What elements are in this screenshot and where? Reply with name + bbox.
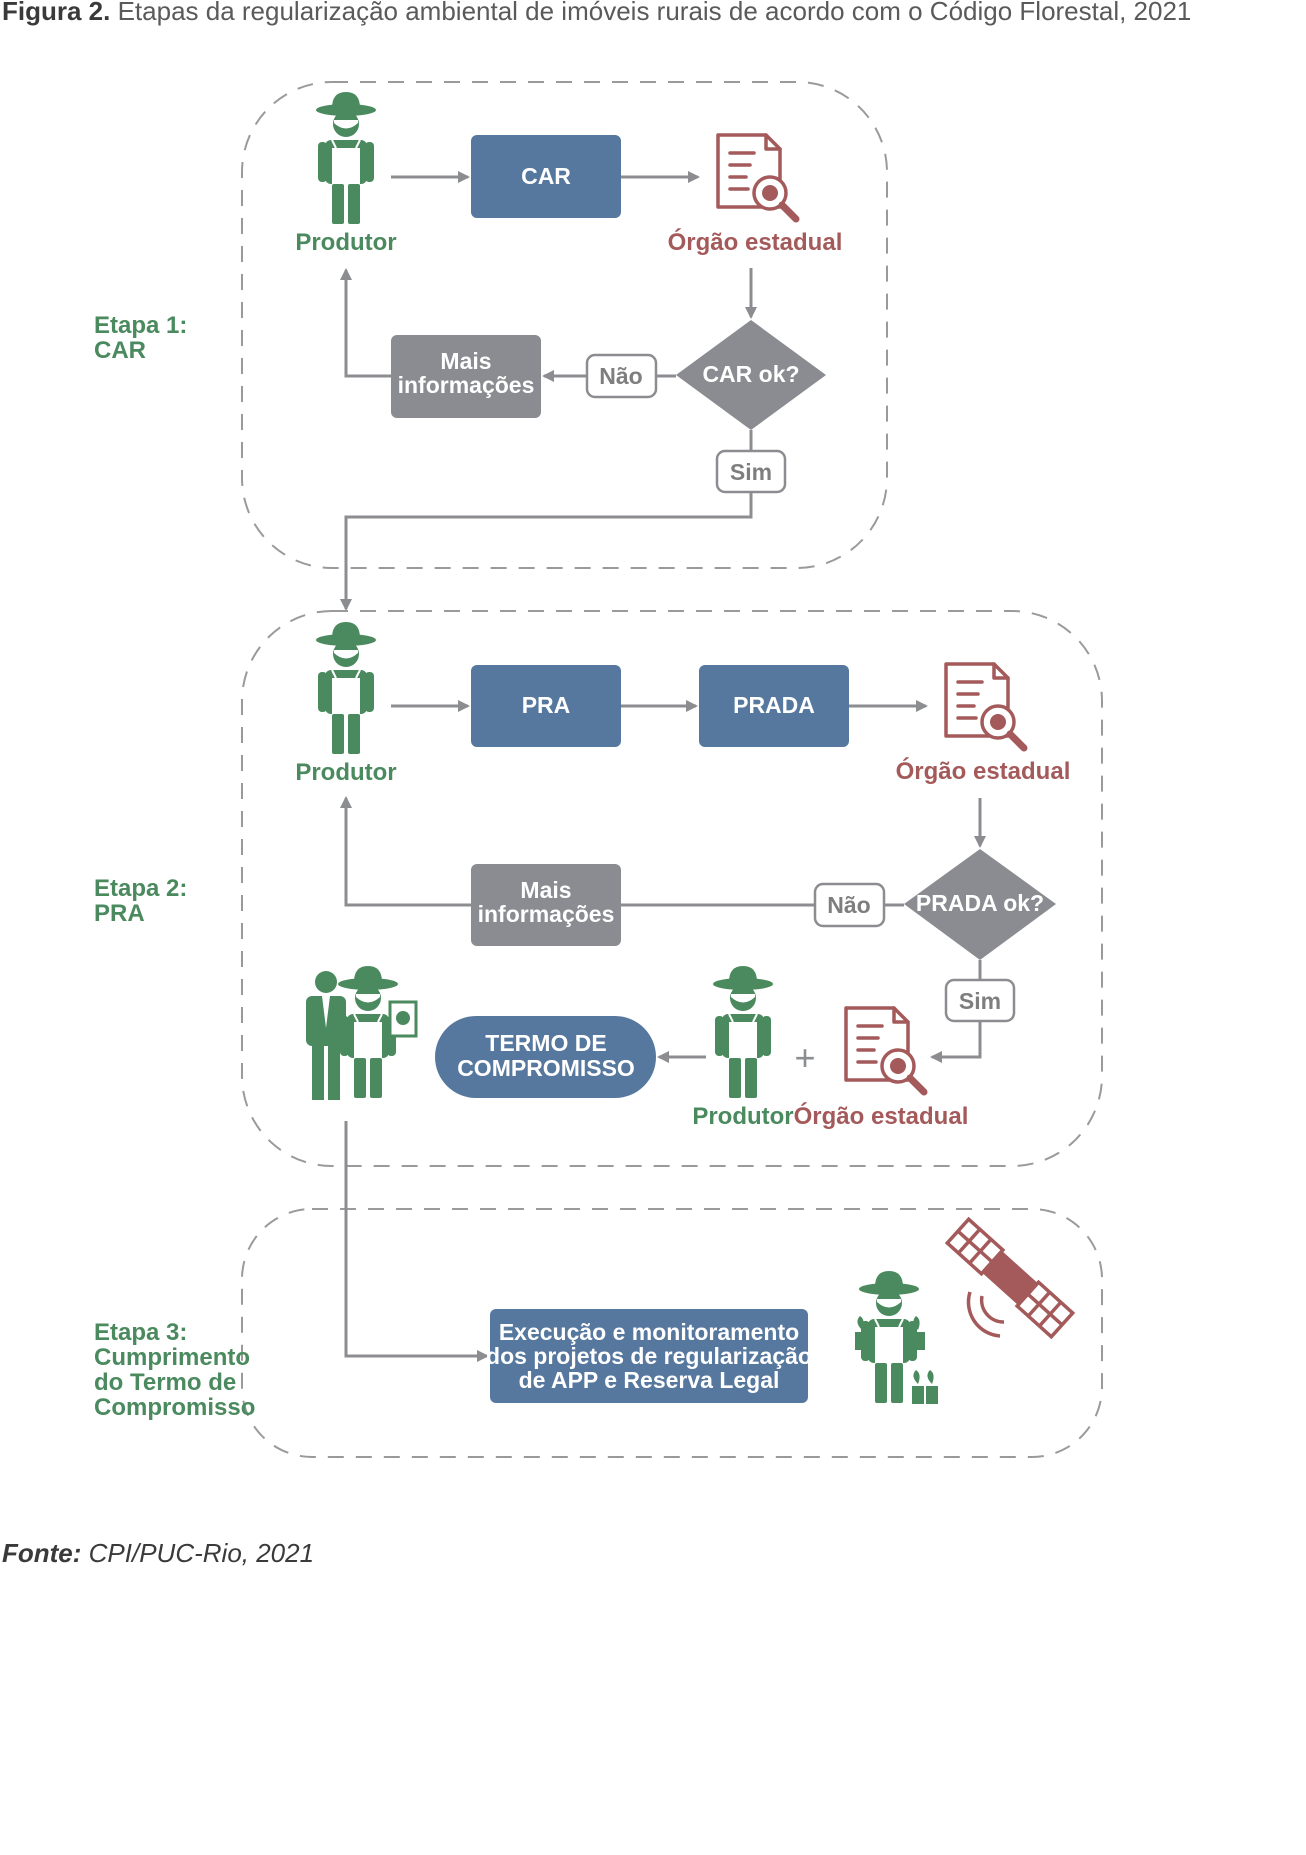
- prada-box: [699, 665, 849, 747]
- prada-ok-decision: [904, 849, 1056, 960]
- orgao-label-2: Órgão estadual: [896, 757, 1071, 785]
- source-note: Fonte: CPI/PUC-Rio, 2021: [2, 1538, 314, 1568]
- document-search-icon: [946, 664, 1024, 748]
- produtor-label-3: Produtor: [692, 1103, 793, 1130]
- stage-2-container: [241, 610, 1103, 1167]
- mais-info-box-2: [471, 864, 621, 946]
- prada-box-label: PRADA: [733, 692, 815, 718]
- mais-info-2-line1: Mais: [520, 877, 571, 903]
- execucao-line1: Execução e monitoramento: [499, 1319, 799, 1345]
- mais-info-1-line1: Mais: [440, 348, 491, 374]
- mais-info-2-line2: informações: [478, 901, 615, 927]
- execucao-line2: dos projetos de regularização: [486, 1343, 812, 1369]
- seedling-icon: [855, 1316, 938, 1404]
- stage-3-label-line4: Compromisso: [94, 1394, 255, 1421]
- stage-2-label-line1: Etapa 2:: [94, 875, 187, 902]
- execucao-box: [490, 1309, 808, 1403]
- sim-tag-2-label: Sim: [959, 988, 1001, 1014]
- stage-2-label-line2: PRA: [94, 900, 145, 927]
- plus-sign: +: [794, 1037, 815, 1078]
- stage-1-label-line1: Etapa 1:: [94, 312, 187, 339]
- stage-3-label-line2: Cumprimento: [94, 1344, 250, 1371]
- stage-1-label-line2: CAR: [94, 337, 146, 364]
- car-box-label: CAR: [521, 163, 571, 189]
- satellite-icon: [945, 1217, 1075, 1339]
- farmer-icon: [712, 965, 774, 1099]
- car-ok-label: CAR ok?: [702, 361, 799, 387]
- farmer-icon: [315, 621, 377, 755]
- produtor-label-1: Produtor: [295, 229, 396, 256]
- produtor-label-2: Produtor: [295, 759, 396, 786]
- source-label: Fonte:: [2, 1538, 81, 1568]
- mais-info-box-1: [391, 335, 541, 418]
- nao-tag-1-label: Não: [599, 363, 642, 389]
- termo-line2: COMPROMISSO: [457, 1055, 635, 1081]
- pra-box: [471, 665, 621, 747]
- nao-tag-2-label: Não: [827, 892, 870, 918]
- car-box: [471, 135, 621, 218]
- orgao-label-1: Órgão estadual: [668, 228, 843, 256]
- stage-1-container: [241, 81, 888, 569]
- arrow-sim-stage2: [340, 492, 753, 611]
- execucao-line3: de APP e Reserva Legal: [519, 1367, 780, 1393]
- document-search-icon: [718, 135, 796, 219]
- source-text: CPI/PUC-Rio, 2021: [81, 1538, 314, 1568]
- farmer-icon: [315, 91, 377, 225]
- stage-3-label-line3: do Termo de: [94, 1369, 236, 1396]
- arrow-sim-orgao: [930, 1021, 982, 1063]
- car-ok-decision: [676, 320, 826, 430]
- prada-ok-label: PRADA ok?: [916, 890, 1044, 916]
- caption-text: Etapas da regularização ambiental de imó…: [110, 0, 1191, 26]
- sim-tag-1-label: Sim: [730, 459, 772, 485]
- figure-caption: Figura 2. Etapas da regularização ambien…: [2, 0, 1191, 26]
- stage-3-label-line1: Etapa 3:: [94, 1319, 187, 1346]
- mais-info-1-line2: informações: [398, 372, 535, 398]
- arrow-to-execucao: [344, 1121, 489, 1362]
- arrow-mais-produtor-1: [340, 268, 391, 378]
- handshake-icon: [306, 966, 416, 1100]
- termo-box: [435, 1016, 656, 1098]
- pra-box-label: PRA: [522, 692, 571, 718]
- stage-3-container: [241, 1208, 1103, 1458]
- document-search-icon: [846, 1008, 924, 1092]
- orgao-label-3: Órgão estadual: [794, 1102, 969, 1130]
- termo-line1: TERMO DE: [485, 1030, 606, 1056]
- caption-label: Figura 2.: [2, 0, 110, 26]
- arrow-mais-produtor-2: [340, 796, 471, 907]
